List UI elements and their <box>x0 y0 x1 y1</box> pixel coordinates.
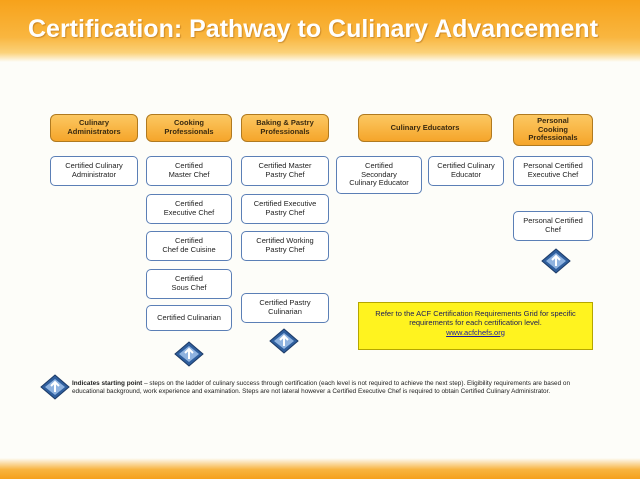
cert-chef-de-cuisine: Certified Chef de Cuisine <box>146 231 232 261</box>
starting-point-diamond-icon <box>269 328 299 354</box>
page-title: Certification: Pathway to Culinary Advan… <box>28 15 599 43</box>
cert-personal-chef: Personal Certified Chef <box>513 211 593 241</box>
header-banner <box>0 0 640 62</box>
cert-master-chef: Certified Master Chef <box>146 156 232 186</box>
cert-executive-pastry-chef: Certified Executive Pastry Chef <box>241 194 329 224</box>
cert-master-pastry-chef: Certified Master Pastry Chef <box>241 156 329 186</box>
cert-culinary-educator: Certified Culinary Educator <box>428 156 504 186</box>
requirements-note-text: Refer to the ACF Certification Requireme… <box>375 309 576 328</box>
category-baking-pastry-professionals: Baking & Pastry Professionals <box>241 114 329 142</box>
cert-executive-chef: Certified Executive Chef <box>146 194 232 224</box>
category-culinary-educators: Culinary Educators <box>358 114 492 142</box>
starting-point-diamond-icon <box>174 341 204 367</box>
legend-text: – steps on the ladder of culinary succes… <box>72 380 571 396</box>
cert-sous-chef: Certified Sous Chef <box>146 269 232 299</box>
acf-website-link[interactable]: www.acfchefs.org <box>446 327 505 337</box>
cert-pastry-culinarian: Certified Pastry Culinarian <box>241 293 329 323</box>
category-culinary-administrators: Culinary Administrators <box>50 114 138 142</box>
footer-band <box>0 458 640 479</box>
cert-culinarian: Certified Culinarian <box>146 305 232 331</box>
requirements-note: Refer to the ACF Certification Requireme… <box>358 302 593 350</box>
cert-culinary-administrator: Certified Culinary Administrator <box>50 156 138 186</box>
cert-working-pastry-chef: Certified Working Pastry Chef <box>241 231 329 261</box>
starting-point-legend: Indicates starting point – steps on the … <box>72 380 602 397</box>
cert-secondary-culinary-educator: Certified Secondary Culinary Educator <box>336 156 422 194</box>
starting-point-diamond-icon <box>541 248 571 274</box>
category-personal-cooking-professionals: Personal Cooking Professionals <box>513 114 593 146</box>
cert-personal-executive-chef: Personal Certified Executive Chef <box>513 156 593 186</box>
category-cooking-professionals: Cooking Professionals <box>146 114 232 142</box>
legend-title: Indicates starting point <box>72 380 143 387</box>
starting-point-diamond-icon <box>40 374 70 400</box>
